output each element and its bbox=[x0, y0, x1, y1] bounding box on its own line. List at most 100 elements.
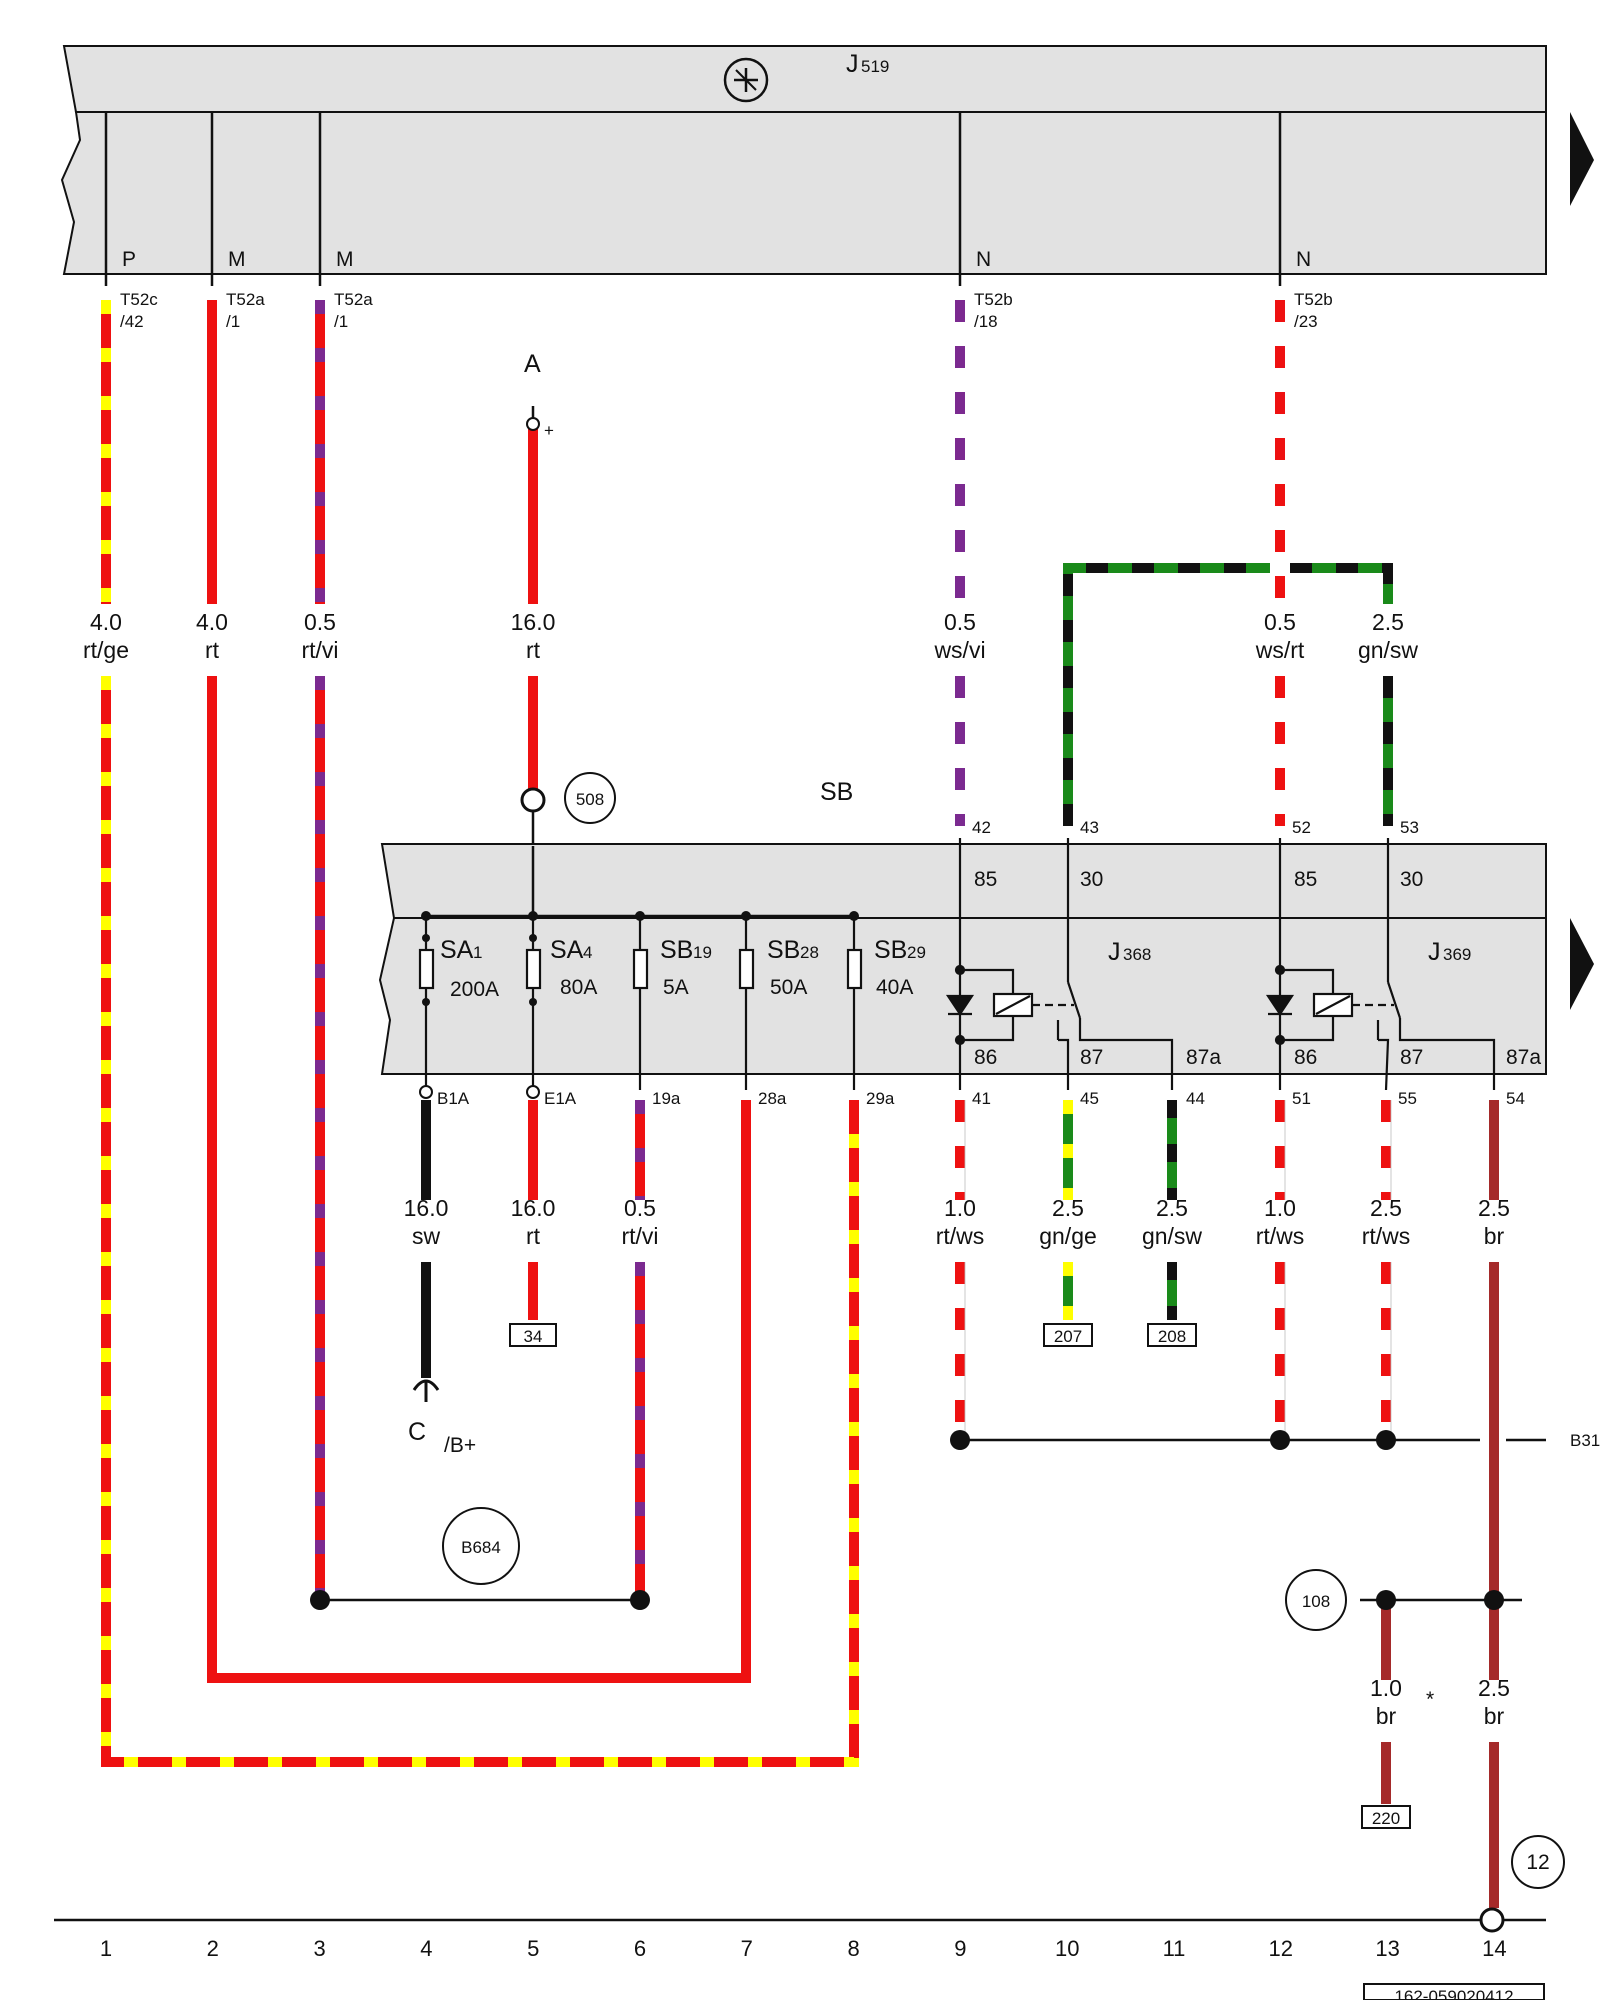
svg-text:368: 368 bbox=[1123, 945, 1151, 964]
pin-num: /42 bbox=[120, 312, 144, 331]
svg-text:30: 30 bbox=[1400, 868, 1423, 891]
svg-text:B684: B684 bbox=[461, 1538, 501, 1557]
column-number: 13 bbox=[1375, 1936, 1399, 1961]
svg-text:41: 41 bbox=[972, 1089, 991, 1108]
svg-text:1.0: 1.0 bbox=[1264, 1195, 1296, 1221]
circled-refs: B684 108 12 bbox=[442, 1507, 1565, 1889]
svg-text:2.5: 2.5 bbox=[1478, 1675, 1510, 1701]
column-number: 10 bbox=[1055, 1936, 1079, 1961]
svg-text:gn/ge: gn/ge bbox=[1039, 1223, 1097, 1249]
terminal-c: C /B+ bbox=[408, 1379, 476, 1457]
svg-text:rt/ws: rt/ws bbox=[1256, 1223, 1305, 1249]
fuse-box-sb: SB SA 1 200A SA bbox=[378, 778, 1594, 1091]
svg-text:br: br bbox=[1484, 1223, 1505, 1249]
svg-text:rt/ge: rt/ge bbox=[83, 637, 129, 663]
svg-text:4: 4 bbox=[583, 943, 592, 962]
svg-text:+: + bbox=[544, 421, 554, 440]
column-number: 5 bbox=[527, 1936, 539, 1961]
control-unit-j519: J 519 P M M N N bbox=[60, 45, 1594, 286]
pin-num: /1 bbox=[334, 312, 348, 331]
svg-text:4.0: 4.0 bbox=[196, 609, 228, 635]
svg-text:87: 87 bbox=[1400, 1046, 1423, 1069]
svg-text:0.5: 0.5 bbox=[944, 609, 976, 635]
svg-text:108: 108 bbox=[1302, 1592, 1330, 1611]
asterisk: * bbox=[1426, 1688, 1434, 1711]
sb-bottom-pin-labels: B1A E1A 19a 28a 29a 41 45 44 51 55 54 bbox=[419, 1085, 1525, 1108]
fuse-sb19: SB bbox=[660, 936, 693, 964]
svg-text:rt: rt bbox=[526, 637, 541, 663]
svg-text:508: 508 bbox=[576, 790, 604, 809]
svg-text:55: 55 bbox=[1398, 1089, 1417, 1108]
svg-text:2.5: 2.5 bbox=[1372, 609, 1404, 635]
svg-text:1: 1 bbox=[473, 943, 482, 962]
svg-text:16.0: 16.0 bbox=[404, 1195, 449, 1221]
column-number: 4 bbox=[420, 1936, 432, 1961]
column-number: 12 bbox=[1269, 1936, 1293, 1961]
column-number: 6 bbox=[634, 1936, 646, 1961]
svg-text:86: 86 bbox=[974, 1046, 997, 1069]
svg-text:19: 19 bbox=[693, 943, 712, 962]
svg-text:40A: 40A bbox=[876, 976, 913, 999]
wire-labels-upper: 4.0 rt/ge 4.0 rt 0.5 rt/vi 16.0 rt 0.5 w… bbox=[83, 609, 1418, 663]
svg-text:A: A bbox=[524, 350, 541, 378]
svg-text:br: br bbox=[1484, 1703, 1505, 1729]
pin-conn: T52b bbox=[1294, 290, 1333, 309]
module-num: 519 bbox=[861, 57, 889, 76]
connector-letter: M bbox=[336, 248, 354, 271]
pin-conn: T52a bbox=[226, 290, 265, 309]
svg-text:2.5: 2.5 bbox=[1478, 1195, 1510, 1221]
svg-text:gn/sw: gn/sw bbox=[1142, 1223, 1202, 1249]
svg-text:86: 86 bbox=[1294, 1046, 1317, 1069]
pin-num: /18 bbox=[974, 312, 998, 331]
svg-text:44: 44 bbox=[1186, 1089, 1205, 1108]
relay-code: J bbox=[1108, 938, 1121, 966]
svg-text:16.0: 16.0 bbox=[511, 609, 556, 635]
wires bbox=[101, 300, 1499, 1908]
svg-text:207: 207 bbox=[1054, 1327, 1082, 1346]
sb-top-pin-labels: 42 43 52 53 bbox=[972, 818, 1419, 837]
connector-letter: P bbox=[122, 248, 136, 271]
column-number: 11 bbox=[1163, 1936, 1186, 1961]
svg-text:42: 42 bbox=[972, 818, 991, 837]
svg-text:85: 85 bbox=[1294, 868, 1317, 891]
svg-text:rt/ws: rt/ws bbox=[1362, 1223, 1411, 1249]
svg-text:rt/vi: rt/vi bbox=[621, 1223, 658, 1249]
svg-text:30: 30 bbox=[1080, 868, 1103, 891]
ground-bus bbox=[54, 1907, 1546, 1933]
svg-text:52: 52 bbox=[1292, 818, 1311, 837]
column-number: 9 bbox=[954, 1936, 966, 1961]
svg-text:208: 208 bbox=[1158, 1327, 1186, 1346]
svg-text:0.5: 0.5 bbox=[624, 1195, 656, 1221]
svg-text:SB: SB bbox=[820, 778, 853, 806]
svg-text:sw: sw bbox=[412, 1223, 441, 1249]
connector-letter: N bbox=[1296, 248, 1311, 271]
fuse-sa4: SA bbox=[550, 936, 584, 964]
svg-text:2.5: 2.5 bbox=[1052, 1195, 1084, 1221]
svg-text:19a: 19a bbox=[652, 1089, 681, 1108]
svg-text:rt: rt bbox=[205, 637, 220, 663]
svg-text:16.0: 16.0 bbox=[511, 1195, 556, 1221]
svg-text:50A: 50A bbox=[770, 976, 807, 999]
svg-text:54: 54 bbox=[1506, 1089, 1525, 1108]
connector-letter: M bbox=[228, 248, 246, 271]
pin-conn: T52b bbox=[974, 290, 1013, 309]
svg-text:29: 29 bbox=[907, 943, 926, 962]
pin-num: /1 bbox=[226, 312, 240, 331]
fuse-sa1: SA bbox=[440, 936, 474, 964]
svg-text:4.0: 4.0 bbox=[90, 609, 122, 635]
svg-text:51: 51 bbox=[1292, 1089, 1311, 1108]
doc-code-box bbox=[1363, 1983, 1545, 2000]
svg-text:43: 43 bbox=[1080, 818, 1099, 837]
svg-text:87a: 87a bbox=[1186, 1046, 1221, 1069]
column-number: 2 bbox=[207, 1936, 219, 1961]
svg-text:2.5: 2.5 bbox=[1156, 1195, 1188, 1221]
svg-text:E1A: E1A bbox=[544, 1089, 577, 1108]
column-number: 14 bbox=[1482, 1936, 1506, 1961]
ground-symbol-icon bbox=[723, 57, 769, 103]
terminal-a: A + bbox=[524, 350, 554, 440]
svg-text:B1A: B1A bbox=[437, 1089, 470, 1108]
pin-conn: T52c bbox=[120, 290, 158, 309]
svg-text:2.5: 2.5 bbox=[1370, 1195, 1402, 1221]
